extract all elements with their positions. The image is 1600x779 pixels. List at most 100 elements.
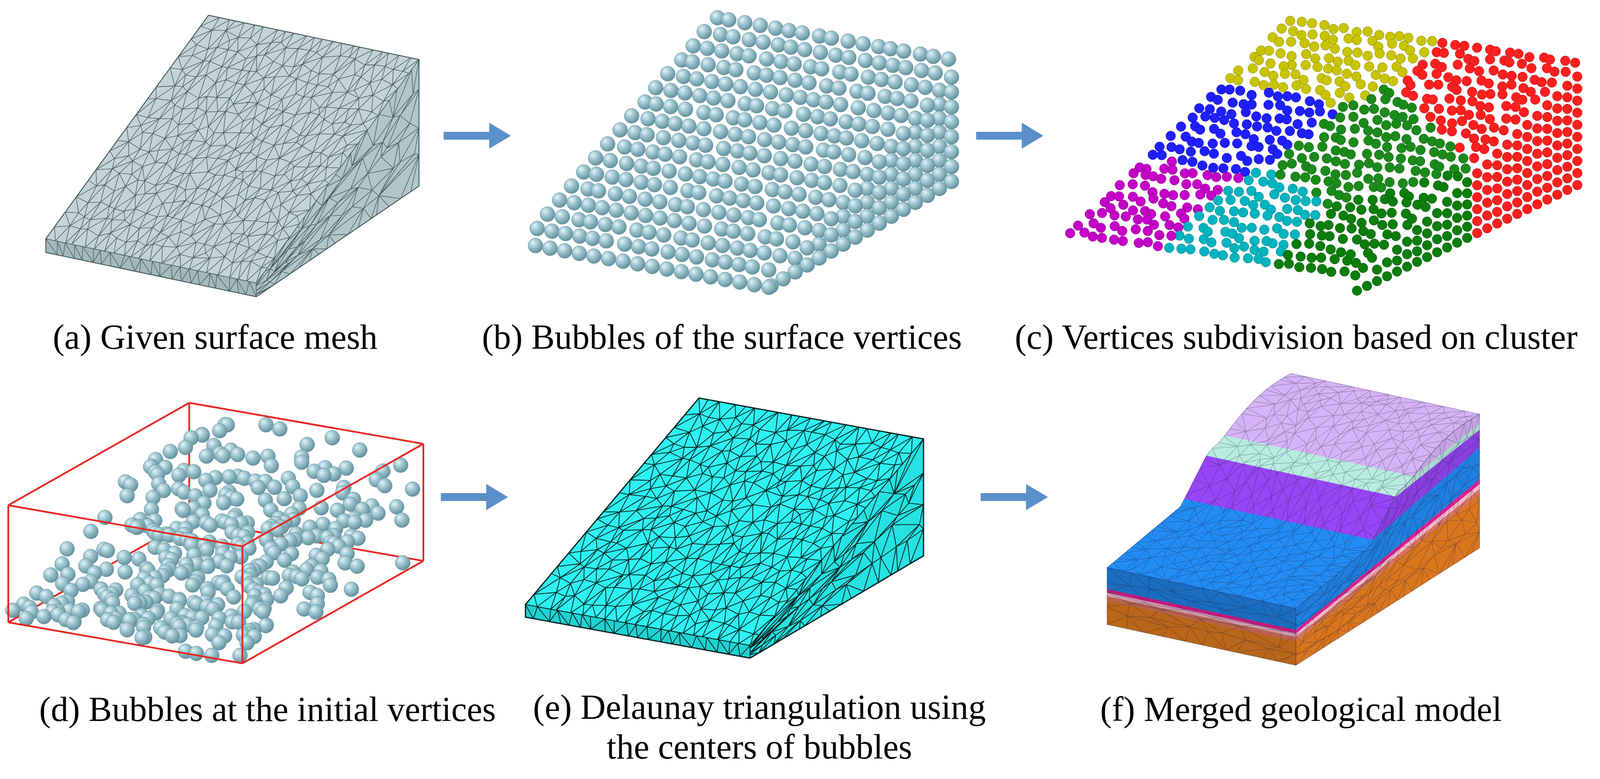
- vertex-dot: [1335, 88, 1345, 98]
- illustration-panel: (b) Bubbles of the surface vertices: [535, 20, 950, 286]
- vertex-dot: [1492, 160, 1502, 171]
- bubble: [655, 130, 671, 146]
- vertex-dot: [1219, 137, 1230, 148]
- vertex-dot: [1376, 208, 1387, 219]
- bubble: [718, 76, 734, 92]
- bubble: [696, 121, 712, 137]
- vertex-dot: [1261, 113, 1272, 124]
- bubble: [773, 167, 789, 183]
- bubble: [714, 237, 730, 253]
- vertex-dot: [1562, 103, 1573, 114]
- bubble: [673, 264, 689, 280]
- vertex-dot: [1307, 29, 1318, 40]
- vertex-dot: [1320, 166, 1331, 176]
- vertex-dot: [1338, 102, 1348, 112]
- vertex-dot: [1442, 208, 1453, 219]
- bubble: [660, 66, 676, 82]
- bounding-box-edge: [241, 546, 244, 664]
- bubble: [734, 176, 749, 192]
- vertex-dot: [1168, 190, 1178, 200]
- bubble: [828, 47, 844, 63]
- vertex-dot: [1352, 35, 1362, 45]
- bubble: [604, 169, 620, 185]
- vertex-dot: [1278, 229, 1289, 239]
- vertex-dot: [1343, 33, 1354, 44]
- vertex-dot: [1372, 264, 1382, 275]
- vertex-dot: [1402, 249, 1412, 259]
- vertex-dot: [1512, 209, 1522, 219]
- vertex-dot: [1262, 210, 1273, 221]
- bubble: [255, 604, 271, 620]
- vertex-dot: [1363, 174, 1374, 184]
- bubble: [855, 36, 871, 52]
- bubble: [346, 515, 362, 530]
- bubble: [405, 481, 420, 497]
- vertex-dot: [1437, 124, 1447, 135]
- vertex-dot: [1442, 231, 1453, 241]
- vertex-dot: [1236, 223, 1247, 233]
- bubble: [99, 543, 115, 559]
- terrain-surface: [1110, 563, 1302, 606]
- bubble: [117, 564, 133, 580]
- bubble: [717, 173, 733, 189]
- bubble: [782, 217, 797, 233]
- vertex-dot: [1379, 240, 1389, 250]
- bubble: [641, 224, 657, 240]
- vertex-dot: [1402, 220, 1413, 231]
- vertex-dot: [1176, 243, 1187, 254]
- vertex-dot: [1562, 138, 1573, 149]
- vertex-dot: [1341, 192, 1352, 203]
- bubble: [679, 199, 695, 215]
- vertex-dot: [1215, 128, 1226, 139]
- vertex-dot: [1522, 204, 1532, 214]
- bubble: [713, 124, 728, 140]
- bubble: [308, 604, 324, 620]
- vertex-dot: [1367, 195, 1378, 205]
- top-face: [525, 398, 924, 646]
- vertex-dot: [1445, 141, 1456, 152]
- vertex-dot: [1249, 77, 1260, 87]
- bubble: [588, 150, 604, 166]
- vertex-dot: [1315, 106, 1325, 117]
- vertex-dot: [1422, 240, 1432, 251]
- bubble: [756, 245, 772, 261]
- bubble: [772, 70, 788, 86]
- vertex-dot: [1532, 161, 1542, 172]
- vertex-dot: [1200, 111, 1211, 122]
- vertex-dot: [1259, 67, 1270, 77]
- vertex-dot: [1552, 116, 1563, 126]
- bubble: [644, 259, 660, 275]
- bubble: [779, 87, 794, 103]
- vertex-dot: [1432, 221, 1443, 231]
- vertex-dot: [1224, 84, 1235, 95]
- bubble: [18, 611, 34, 626]
- bubble: [944, 69, 959, 85]
- bubble: [795, 203, 811, 219]
- bounding-box-edge: [242, 443, 424, 547]
- vertex-dot: [1438, 48, 1449, 58]
- vertex-dot: [1128, 168, 1139, 179]
- vertex-dot: [1348, 137, 1359, 148]
- vertex-dot: [1304, 96, 1315, 107]
- vertex-dot: [1287, 184, 1298, 194]
- vertex-dot: [1532, 174, 1542, 184]
- vertex-dot: [1166, 201, 1177, 211]
- bubble: [821, 192, 837, 208]
- bubble: [598, 233, 614, 249]
- vertex-dot: [1173, 222, 1184, 233]
- vertex-dot: [1312, 62, 1323, 73]
- vertex-dot: [1199, 146, 1210, 156]
- bubble: [857, 150, 873, 165]
- vertex-dot: [1492, 218, 1502, 229]
- bubble: [896, 171, 911, 187]
- vertex-dot: [1482, 172, 1493, 182]
- vertex-dot: [1429, 147, 1439, 158]
- vertex-dot: [1416, 35, 1427, 46]
- bubble: [324, 430, 340, 446]
- vertex-dot: [1482, 210, 1493, 221]
- bubble: [785, 234, 801, 250]
- vertex-dot: [1240, 129, 1250, 139]
- bubble: [917, 79, 933, 95]
- vertex-dot: [1369, 103, 1379, 114]
